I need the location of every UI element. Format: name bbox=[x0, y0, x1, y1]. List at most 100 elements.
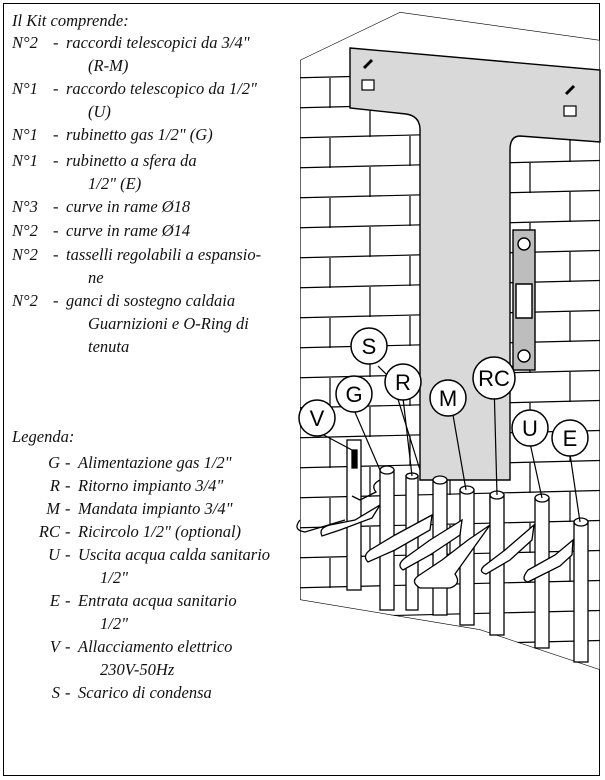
kit-item-desc: curve in rame Ø18 bbox=[66, 197, 191, 216]
kit-item-dash: - bbox=[53, 221, 59, 240]
legend-item-code: U bbox=[48, 545, 60, 564]
kit-item-qty: N°2 bbox=[12, 33, 38, 52]
legend-item-continuation: 230V-50Hz bbox=[100, 660, 175, 679]
callout-r bbox=[384, 363, 422, 401]
legend-item-code: S bbox=[51, 683, 60, 702]
kit-item-continuation: (R-M) bbox=[88, 56, 129, 75]
callout-leaders bbox=[319, 365, 581, 523]
legend-item-desc: Entrata acqua sanitario bbox=[78, 591, 237, 610]
kit-item-dash: - bbox=[53, 33, 59, 52]
legend-item: R-Ritorno impianto 3/4" bbox=[12, 476, 302, 498]
callout-s-label: S bbox=[362, 334, 377, 359]
kit-item-continuation: ne bbox=[88, 268, 104, 287]
kit-item: N°1-rubinetto gas 1/2" (G) bbox=[12, 125, 312, 147]
kit-item-dash: - bbox=[53, 151, 59, 170]
kit-item-qty: N°3 bbox=[12, 197, 38, 216]
legend-item-code: V bbox=[49, 637, 60, 656]
kit-item-continuation: tenuta bbox=[88, 337, 130, 356]
legend-item-code: R bbox=[49, 476, 60, 495]
kit-item-desc: rubinetto gas 1/2" (G) bbox=[66, 125, 213, 144]
kit-item-desc: rubinetto a sfera da bbox=[66, 151, 197, 170]
legend-item-dash: - bbox=[65, 637, 71, 656]
kit-item-qty: N°1 bbox=[12, 79, 38, 98]
kit-title: Il Kit comprende: bbox=[12, 11, 129, 30]
callout-m bbox=[429, 379, 467, 417]
kit-item: N°2-tasselli regolabili a espansio-ne bbox=[12, 245, 312, 285]
legend-item-dash: - bbox=[65, 453, 71, 472]
callout-g-label: G bbox=[345, 382, 362, 407]
kit-item-continuation: Guarnizioni e O-Ring di bbox=[88, 314, 249, 333]
keyhole-right bbox=[564, 84, 576, 96]
legend-item: RC-Ricircolo 1/2" (optional) bbox=[12, 522, 302, 544]
legend-item-desc: Ricircolo 1/2" (optional) bbox=[78, 522, 242, 541]
callout-e bbox=[551, 419, 589, 457]
kit-item-dash: - bbox=[53, 125, 59, 144]
kit-item-continuation: 1/2" (E) bbox=[88, 174, 142, 193]
callouts bbox=[298, 327, 589, 457]
callout-u-label: U bbox=[522, 416, 538, 441]
kit-item-dash: - bbox=[53, 291, 59, 310]
legend-item-code: RC bbox=[38, 522, 60, 541]
legend-item-desc: Alimentazione gas 1/2" bbox=[78, 453, 232, 472]
kit-item-continuation: (U) bbox=[88, 102, 111, 121]
legend-item-desc: Mandata impianto 3/4" bbox=[78, 499, 233, 518]
kit-item: tenuta bbox=[12, 337, 312, 359]
legend-item-code: E bbox=[49, 591, 60, 610]
legend-item-code: G bbox=[48, 453, 60, 472]
slot-hole-left bbox=[361, 79, 375, 91]
kit-item-qty: N°1 bbox=[12, 151, 38, 170]
callout-r-label: R bbox=[395, 370, 411, 395]
callout-g bbox=[335, 375, 373, 413]
kit-item-dash: - bbox=[53, 245, 59, 264]
kit-item: N°1-raccordo telescopico da 1/2" (U) bbox=[12, 79, 312, 119]
legend-item-desc: Ritorno impianto 3/4" bbox=[78, 476, 224, 495]
legend-title: Legenda: bbox=[12, 427, 75, 446]
legend-item-dash: - bbox=[65, 522, 71, 541]
legend-item: E-Entrata acqua sanitario 1/2" bbox=[12, 591, 302, 631]
legend-item-code: M bbox=[46, 499, 60, 518]
kit-item-desc: raccordo telescopico da 1/2" bbox=[66, 79, 257, 98]
mounting-template bbox=[349, 47, 601, 481]
kit-item-qty: N°2 bbox=[12, 291, 38, 310]
legend-item-continuation: 1/2" bbox=[100, 568, 129, 587]
callout-v bbox=[298, 399, 336, 437]
slot-hole-right bbox=[563, 105, 577, 117]
legend-item: V-Allacciamento elettrico 230V-50Hz bbox=[12, 637, 302, 677]
kit-item-desc: raccordi telescopici da 3/4" bbox=[66, 33, 250, 52]
kit-item-qty: N°2 bbox=[12, 221, 38, 240]
callout-labels: S G R M RC V U E bbox=[310, 334, 578, 451]
callout-e-label: E bbox=[563, 426, 578, 451]
kit-item: N°1-rubinetto a sfera da 1/2" (E) bbox=[12, 151, 312, 191]
kit-item-qty: N°1 bbox=[12, 125, 38, 144]
legend-item-dash: - bbox=[65, 545, 71, 564]
legend-item: S-Scarico di condensa bbox=[12, 683, 302, 705]
kit-item: N°3-curve in rame Ø18 bbox=[12, 197, 312, 219]
kit-item: N°2-raccordi telescopici da 3/4" (R-M) bbox=[12, 33, 312, 73]
legend-item-dash: - bbox=[65, 683, 71, 702]
legend-item-desc: Scarico di condensa bbox=[78, 683, 212, 702]
legend-item: U-Uscita acqua calda sanitario 1/2" bbox=[12, 545, 302, 585]
kit-item-qty: N°2 bbox=[12, 245, 38, 264]
legend-item-dash: - bbox=[65, 476, 71, 495]
callout-rc-label: RC bbox=[478, 366, 510, 391]
legend-item: M-Mandata impianto 3/4" bbox=[12, 499, 302, 521]
legend-item-desc: Uscita acqua calda sanitario bbox=[78, 545, 271, 564]
legend-item-continuation: 1/2" bbox=[100, 614, 129, 633]
kit-item-desc: tasselli regolabili a espansio- bbox=[66, 245, 262, 264]
kit-item-dash: - bbox=[53, 197, 59, 216]
kit-item-desc: ganci di sostegno caldaia bbox=[66, 291, 236, 310]
callout-m-label: M bbox=[439, 386, 457, 411]
callout-s bbox=[350, 327, 388, 365]
legend-item-desc: Allacciamento elettrico bbox=[78, 637, 233, 656]
kit-item-dash: - bbox=[53, 79, 59, 98]
keyhole-left bbox=[362, 58, 374, 70]
legend-item-dash: - bbox=[65, 499, 71, 518]
callout-u bbox=[511, 409, 549, 447]
kit-item: N°2-curve in rame Ø14 bbox=[12, 221, 312, 243]
boiler-support-bracket bbox=[512, 229, 536, 371]
callout-rc bbox=[472, 356, 516, 400]
callout-v-label: V bbox=[310, 406, 325, 431]
legend-item-dash: - bbox=[65, 591, 71, 610]
